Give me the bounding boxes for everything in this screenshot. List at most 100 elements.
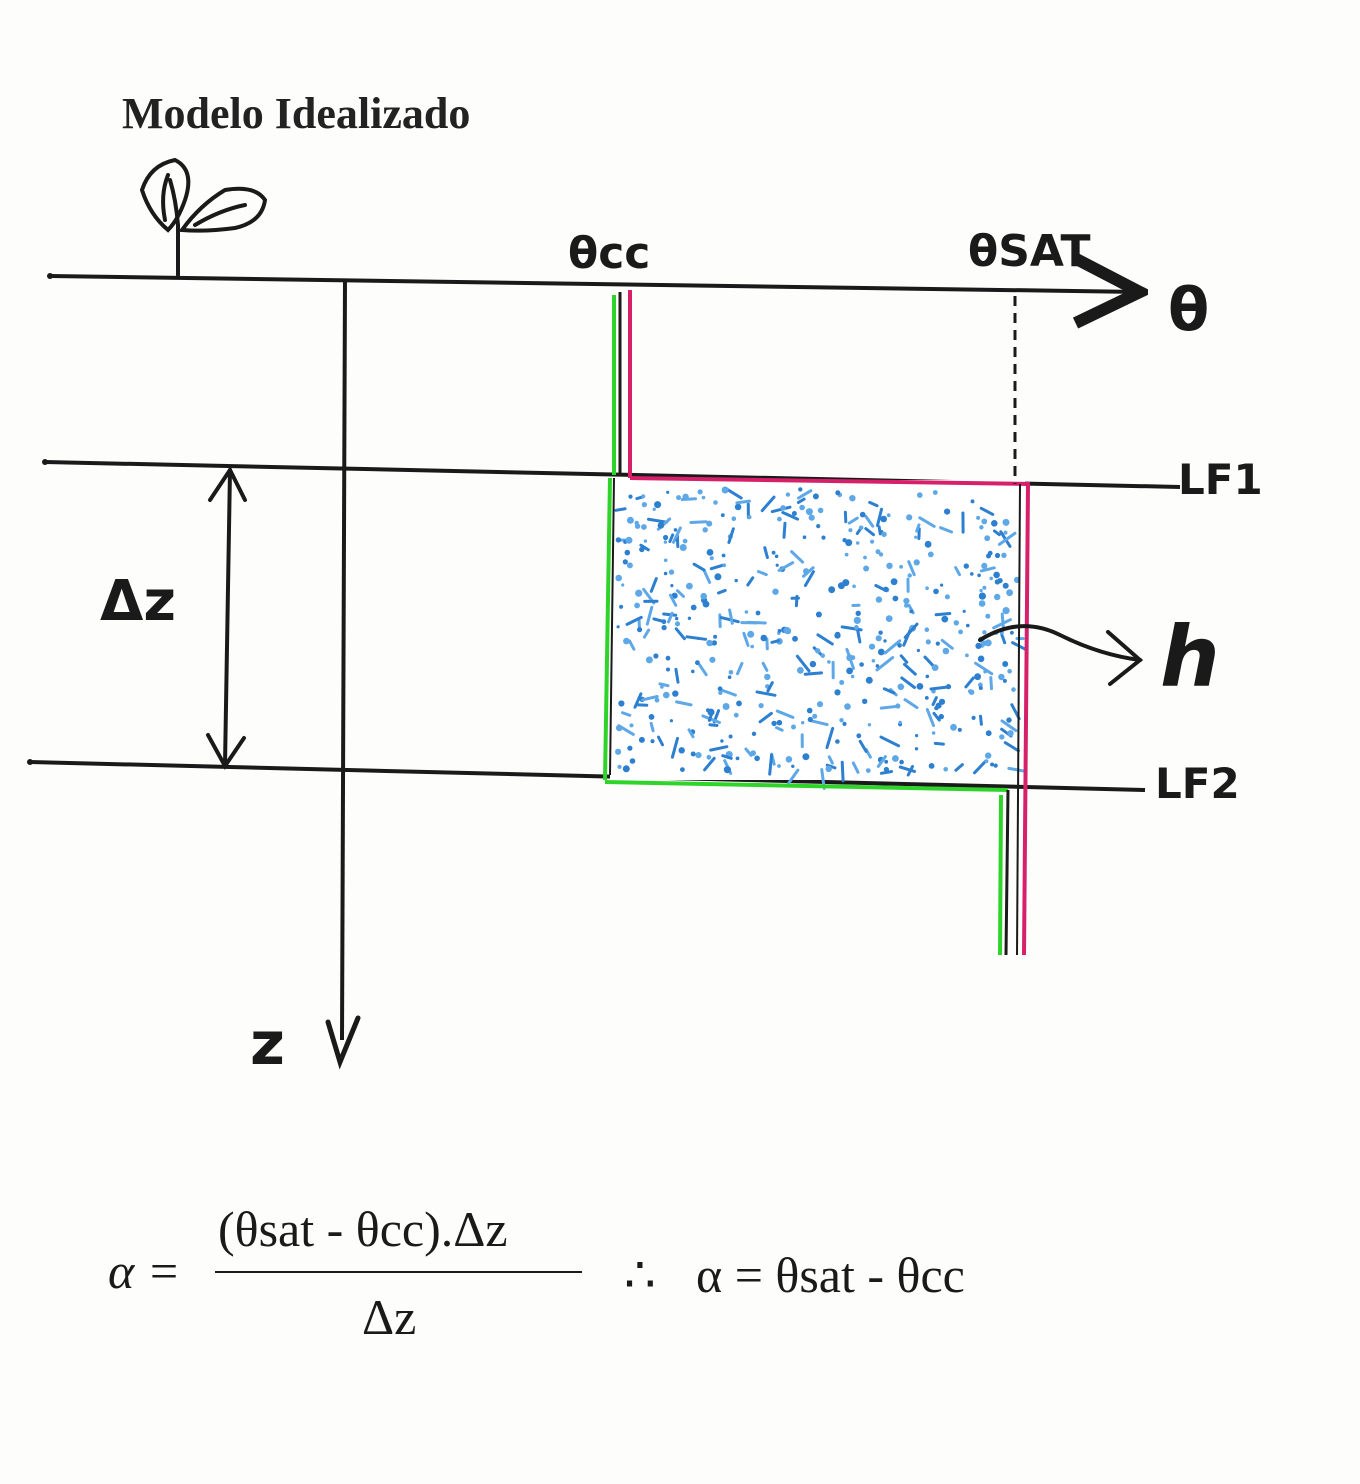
water-dot: [1010, 630, 1014, 635]
delta-z-label: Δz: [100, 569, 176, 634]
water-dot: [987, 550, 993, 556]
water-dot: [815, 648, 821, 654]
water-dot: [623, 637, 630, 645]
water-dot: [663, 558, 668, 563]
water-streak: [858, 739, 868, 753]
water-dot: [751, 731, 757, 736]
water-dot: [758, 703, 764, 709]
water-streak: [667, 611, 674, 624]
water-streak: [707, 712, 713, 722]
water-dot: [867, 723, 872, 727]
water-streak: [621, 711, 632, 717]
water-dot: [670, 584, 674, 588]
water-dot: [807, 716, 813, 723]
water-dot: [837, 582, 845, 590]
water-dot: [886, 562, 893, 569]
water-streak: [649, 721, 655, 733]
delta-z-arrow: [206, 466, 247, 770]
water-streak: [756, 569, 768, 577]
water-streak: [674, 667, 680, 684]
water-dot: [720, 739, 724, 743]
water-dot: [675, 538, 679, 542]
water-dot: [1006, 589, 1013, 597]
water-dot: [1007, 669, 1012, 674]
water-dot: [816, 524, 821, 529]
water-dot: [970, 572, 974, 576]
water-streak: [931, 696, 938, 706]
water-streak: [625, 615, 643, 626]
water-dot: [985, 730, 992, 737]
water-dot: [650, 739, 655, 744]
water-dot: [691, 669, 695, 674]
water-streak: [675, 700, 693, 707]
water-dot: [916, 683, 924, 690]
water-streak: [809, 719, 829, 727]
water-streak: [954, 763, 964, 772]
water-dot: [903, 597, 910, 605]
water-dot: [998, 673, 1005, 681]
lf2-label: LF2: [1155, 759, 1240, 808]
water-dot: [641, 494, 646, 499]
water-streak: [979, 714, 983, 726]
water-streak: [728, 608, 734, 625]
water-dot: [713, 634, 718, 639]
water-dot: [982, 630, 987, 635]
water-dot: [791, 724, 796, 730]
water-dot: [898, 720, 902, 725]
water-dot: [878, 630, 883, 635]
water-streak: [883, 639, 902, 655]
water-streak: [940, 638, 954, 650]
water-dot: [626, 516, 634, 524]
water-dot: [771, 550, 776, 555]
water-dot: [848, 528, 853, 533]
water-streak: [906, 764, 914, 777]
water-dot: [817, 507, 824, 514]
water-dot: [808, 514, 815, 521]
water-streak: [775, 709, 795, 719]
water-dot: [880, 515, 887, 523]
water-dot: [713, 500, 718, 505]
water-dot: [855, 541, 860, 545]
water-streak: [973, 759, 988, 775]
water-dot: [865, 676, 873, 684]
water-dot: [672, 690, 679, 697]
water-dot: [991, 520, 998, 527]
water-dot: [975, 642, 982, 650]
water-dot: [678, 747, 685, 754]
water-streak: [879, 770, 894, 775]
water-streak: [855, 627, 862, 644]
water-dot: [680, 767, 685, 772]
water-dot: [621, 583, 625, 587]
water-dot: [682, 538, 688, 544]
water-streak: [758, 711, 773, 724]
water-dot: [855, 610, 861, 616]
water-streak: [827, 755, 834, 765]
water-dot: [944, 594, 950, 600]
water-streak: [777, 561, 795, 572]
water-dot: [966, 623, 970, 628]
water-dot: [842, 721, 847, 727]
water-dot: [877, 648, 885, 656]
water-dot: [978, 686, 983, 690]
water-streak: [864, 527, 875, 537]
water-dot: [722, 703, 730, 710]
water-dot: [839, 680, 845, 685]
water-dot: [1011, 687, 1016, 692]
water-dot: [945, 684, 952, 690]
water-streak: [802, 566, 815, 578]
water-streak: [1003, 741, 1020, 753]
water-dot: [706, 549, 714, 556]
water-dot: [791, 511, 797, 516]
water-streak: [1000, 719, 1018, 733]
water-dot: [648, 714, 655, 720]
water-dot: [863, 565, 870, 572]
water-dot: [828, 586, 836, 594]
water-dot: [714, 573, 722, 581]
water-dot: [785, 492, 791, 497]
water-streak: [628, 639, 636, 651]
water-dot: [744, 610, 749, 614]
water-streak: [708, 723, 719, 727]
water-dot: [994, 579, 1001, 585]
water-dot: [747, 514, 752, 520]
water-dot: [962, 609, 966, 613]
